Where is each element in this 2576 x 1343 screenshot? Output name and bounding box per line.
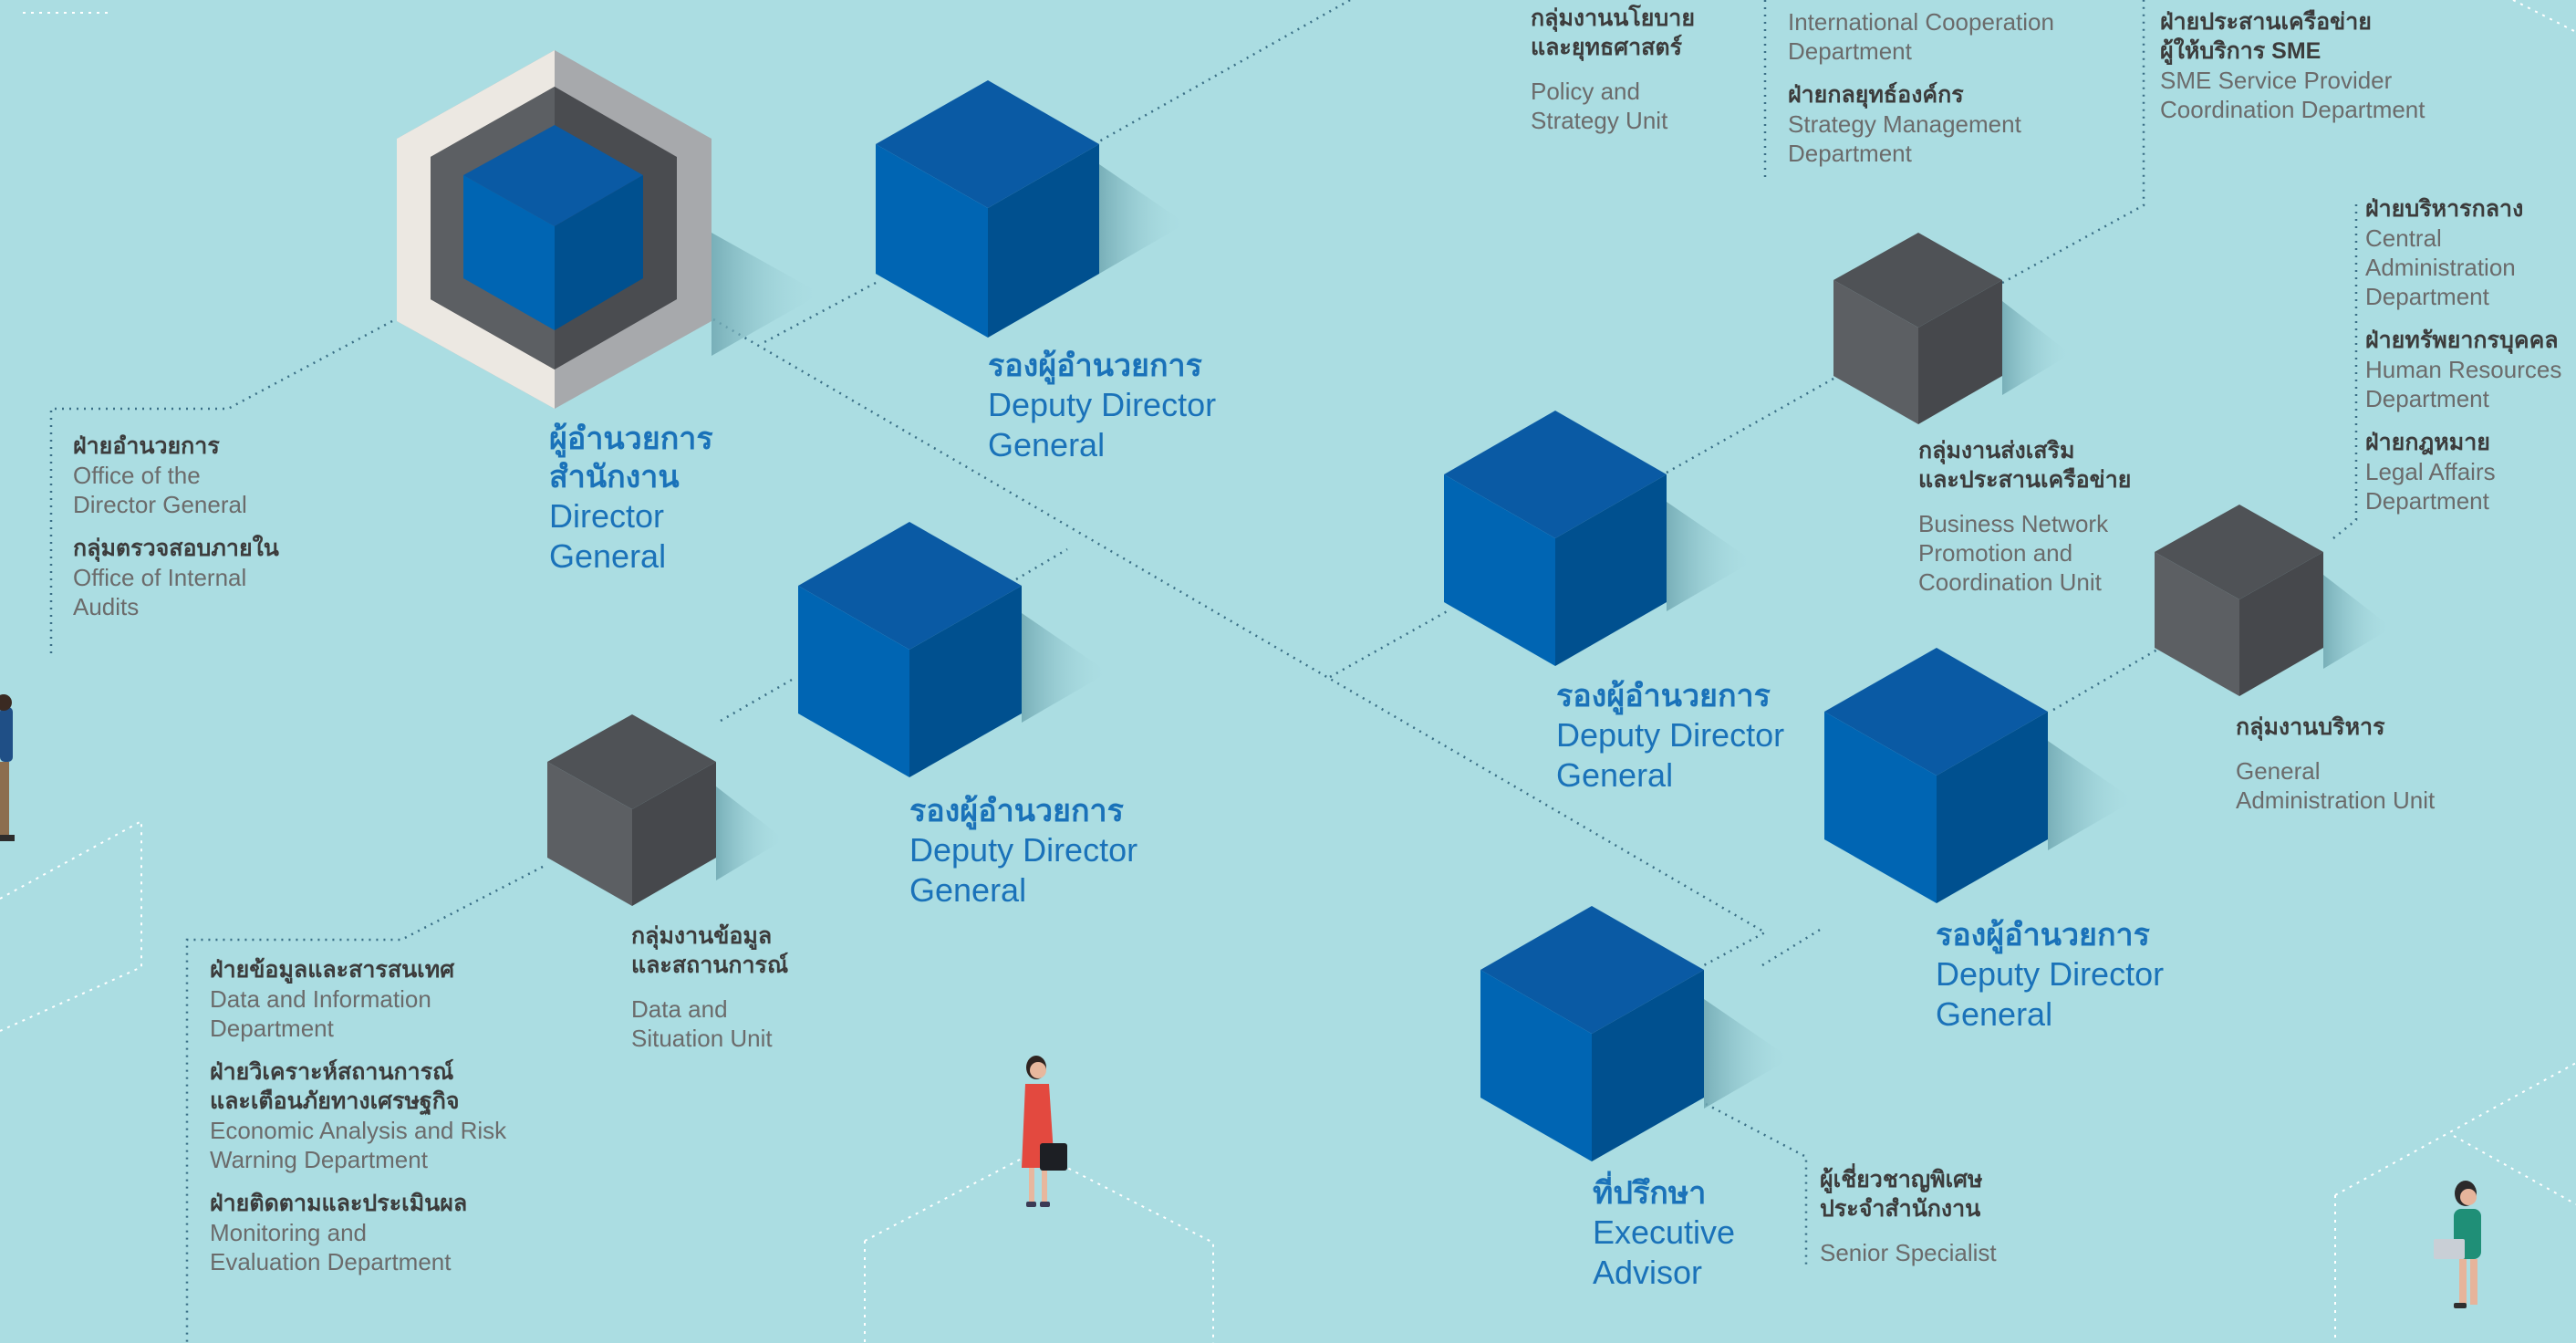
strategy-departments: International Cooperation Department ฝ่า… [1788,7,2054,168]
floor-grid-line [2453,1135,2576,1205]
deputy-director-2-title: รองผู้อำนวยการ Deputy Director General [909,792,1137,911]
dept-label-en: Economic Analysis and Risk Warning Depar… [210,1117,507,1173]
unit-label-en: Data and Situation Unit [631,995,773,1052]
deputy-director-4-title-en: Deputy Director General [1936,955,2165,1033]
deputy-director-4-cube [1824,648,2135,903]
dept-label-en: Office of Internal Audits [73,564,247,620]
connector-line [2332,203,2358,539]
connector-line [712,318,1768,967]
general-admin-unit-cube [2155,505,2392,696]
dept-label-th: ฝ่ายกฎหมาย [2365,430,2490,455]
deputy-director-2-cube [798,522,1108,777]
data-situation-unit-cube [547,714,784,906]
office-dg-departments: ฝ่ายอำนวยการ Office of the Director Gene… [73,432,279,621]
executive-advisor-title: ที่ปรึกษา Executive Advisor [1593,1174,1735,1293]
person-red-dress-illustration [1022,1056,1067,1207]
deputy-director-1-title-th: รองผู้อำนวยการ [988,349,1202,383]
deputy-director-3-title-en: Deputy Director General [1556,716,1785,794]
connector-line [2001,0,2145,285]
connector-line [1705,1102,1808,1268]
director-general-cube [397,50,821,409]
unit-label-th: กลุ่มงานบริหาร [2236,714,2385,740]
unit-label-en: Policy and Strategy Unit [1531,78,1668,134]
dept-label-th: ฝ่ายอำนวยการ [73,433,220,459]
deputy-director-1-title: รองผู้อำนวยการ Deputy Director General [988,347,1216,465]
dept-label-en: Monitoring and Evaluation Department [210,1219,452,1275]
unit-label-th: ผู้เชี่ยวชาญพิเศษ ประจำสำนักงาน [1820,1167,1983,1222]
general-administration-unit: กลุ่มงานบริหาร General Administration Un… [2236,713,2435,815]
dept-label-th: ฝ่ายกลยุทธ์องค์กร [1788,82,1964,108]
deputy-director-1-cube [876,80,1186,338]
unit-label-en: General Administration Unit [2236,757,2436,814]
dept-label-th: ฝ่ายวิเคราะห์สถานการณ์ และเตือนภัยทางเศร… [210,1059,460,1114]
deputy-director-3-title: รองผู้อำนวยการ Deputy Director General [1556,677,1784,796]
network-promotion-unit-cube [1833,233,2071,424]
dept-label-th: ฝ่ายทรัพยากรบุคคล [2365,328,2559,353]
connector-line [1329,608,1451,679]
deputy-director-2-title-en: Deputy Director General [909,831,1138,909]
unit-label-en: Business Network Promotion and Coordinat… [1918,510,2109,596]
dept-label-th: ฝ่ายข้อมูลและสารสนเทศ [210,957,455,983]
dept-label-en: SME Service Provider Coordination Depart… [2160,67,2425,123]
network-promotion-unit: กลุ่มงานส่งเสริม และประสานเครือข่าย Busi… [1918,436,2131,597]
dept-label-th: กลุ่มตรวจสอบภายใน [73,536,279,561]
director-general-title-en: Director General [549,497,667,575]
dept-label-en: Data and Information Department [210,985,431,1042]
deputy-director-3-title-th: รองผู้อำนวยการ [1556,679,1771,713]
unit-label-en: Senior Specialist [1820,1239,1997,1266]
unit-label-th: กลุ่มงานส่งเสริม และประสานเครือข่าย [1918,438,2132,493]
dept-label-th: ฝ่ายติดตามและประเมินผล [210,1191,468,1216]
administration-departments: ฝ่ายบริหารกลาง Central Administration De… [2365,194,2561,515]
connector-line [2052,648,2158,712]
connector-line [1666,377,1834,474]
unit-label-th: กลุ่มงานนโยบาย และยุทธศาสตร์ [1531,5,1695,60]
connector-line [1015,547,1068,581]
dept-label-en: Strategy Management Department [1788,110,2021,167]
deputy-director-1-title-en: Deputy Director General [988,386,1217,463]
data-departments: ฝ่ายข้อมูลและสารสนเทศ Data and Informati… [210,955,506,1276]
executive-advisor-title-en: Executive Advisor [1593,1213,1736,1291]
dept-label-en: Human Resources Department [2365,356,2562,412]
deputy-director-3-cube [1444,411,1753,666]
executive-advisor-cube [1480,906,1791,1161]
dept-label-en: Central Administration Department [2365,224,2516,310]
policy-strategy-unit: กลุ่มงานนโยบาย และยุทธศาสตร์ Policy and … [1531,4,1695,135]
dept-label-en: Office of the Director General [73,462,247,518]
deputy-director-2-title-th: รองผู้อำนวยการ [909,794,1124,828]
director-general-title-th: ผู้อำนวยการ สำนักงาน [549,422,713,495]
person-left-illustration [0,694,15,841]
deputy-director-4-title: รองผู้อำนวยการ Deputy Director General [1936,916,2164,1035]
senior-specialist: ผู้เชี่ยวชาญพิเศษ ประจำสำนักงาน Senior S… [1820,1165,1997,1267]
director-general-title: ผู้อำนวยการ สำนักงาน Director General [549,420,713,577]
person-green-shirt-illustration [2434,1181,2481,1308]
deputy-director-4-title-th: รองผู้อำนวยการ [1936,918,2150,953]
dept-label-en: International Cooperation Department [1788,8,2054,65]
sme-coordination-department: ฝ่ายประสานเครือข่าย ผู้ให้บริการ SME SME… [2160,7,2425,124]
dept-label-th: ฝ่ายบริหารกลาง [2365,196,2524,222]
data-situation-unit: กลุ่มงานข้อมูล และสถานการณ์ Data and Sit… [631,921,788,1053]
executive-advisor-title-th: ที่ปรึกษา [1593,1176,1707,1211]
unit-label-th: กลุ่มงานข้อมูล และสถานการณ์ [631,923,789,978]
floor-grid-line [2512,0,2576,33]
dept-label-th: ฝ่ายประสานเครือข่าย ผู้ให้บริการ SME [2160,9,2372,64]
dept-label-en: Legal Affairs Department [2365,458,2496,515]
